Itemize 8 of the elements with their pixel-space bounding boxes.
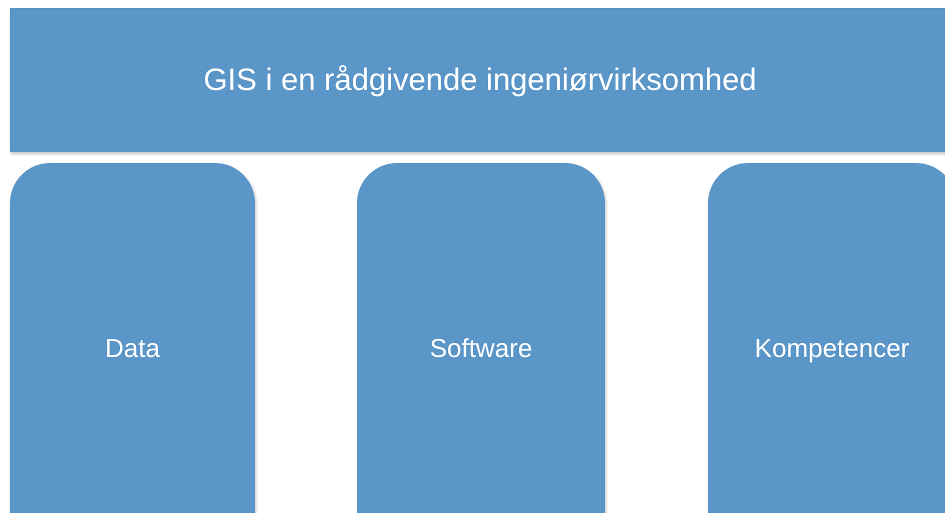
pillar-label: Kompetencer — [754, 333, 910, 364]
pillar-box — [10, 163, 255, 513]
pillar-box — [708, 163, 945, 513]
title-banner — [10, 8, 945, 152]
title-text: GIS i en rådgivende ingeniørvirksomhed — [203, 62, 757, 98]
pillar-label: Data — [105, 333, 160, 364]
pillar-label: Software — [430, 333, 532, 364]
pillar-box — [357, 163, 605, 513]
